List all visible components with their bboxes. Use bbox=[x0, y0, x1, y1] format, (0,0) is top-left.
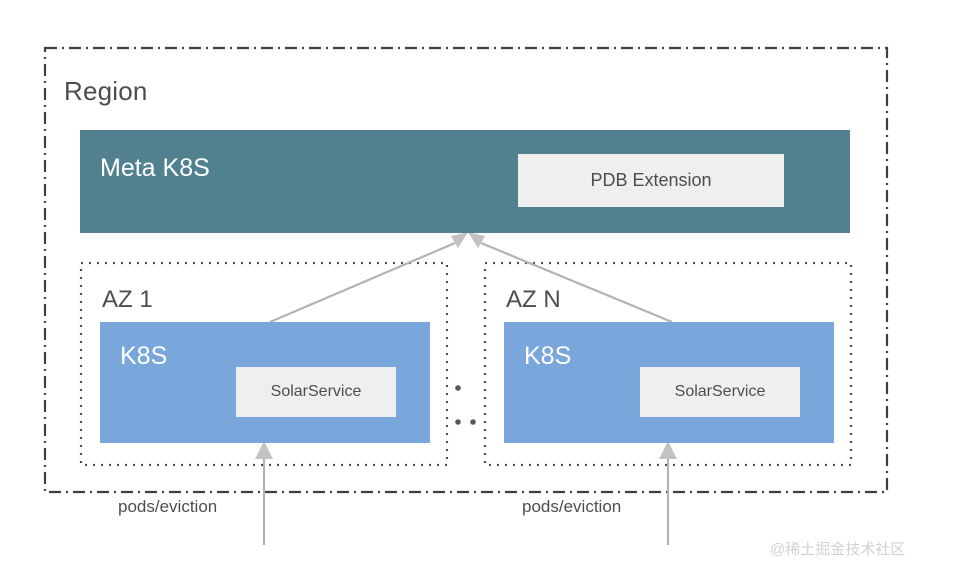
az-1-label: AZ 1 bbox=[102, 286, 153, 313]
az-1-eviction-label: pods/eviction bbox=[118, 497, 218, 516]
az-n-label: AZ N bbox=[506, 286, 561, 313]
watermark-label: @稀土掘金技术社区 bbox=[770, 541, 906, 558]
az-1-k8s-label: K8S bbox=[120, 342, 168, 370]
az-1-solarservice-label: SolarService bbox=[270, 383, 362, 400]
meta-k8s-label: Meta K8S bbox=[100, 154, 210, 182]
az-1-container: AZ 1 bbox=[80, 262, 447, 465]
pdb-extension-box[interactable]: PDB Extension bbox=[518, 154, 784, 207]
pdb-extension-label: PDB Extension bbox=[590, 170, 712, 190]
az-n-solarservice-box[interactable]: SolarService bbox=[640, 367, 800, 417]
az-n-eviction-label: pods/eviction bbox=[522, 497, 622, 516]
az-n-k8s-label: K8S bbox=[524, 342, 572, 370]
az-1-solarservice-box[interactable]: SolarService bbox=[236, 367, 396, 417]
region-label: Region bbox=[64, 76, 148, 106]
az-n-container: AZ N bbox=[484, 262, 851, 465]
az-n-solarservice-label: SolarService bbox=[674, 383, 766, 400]
